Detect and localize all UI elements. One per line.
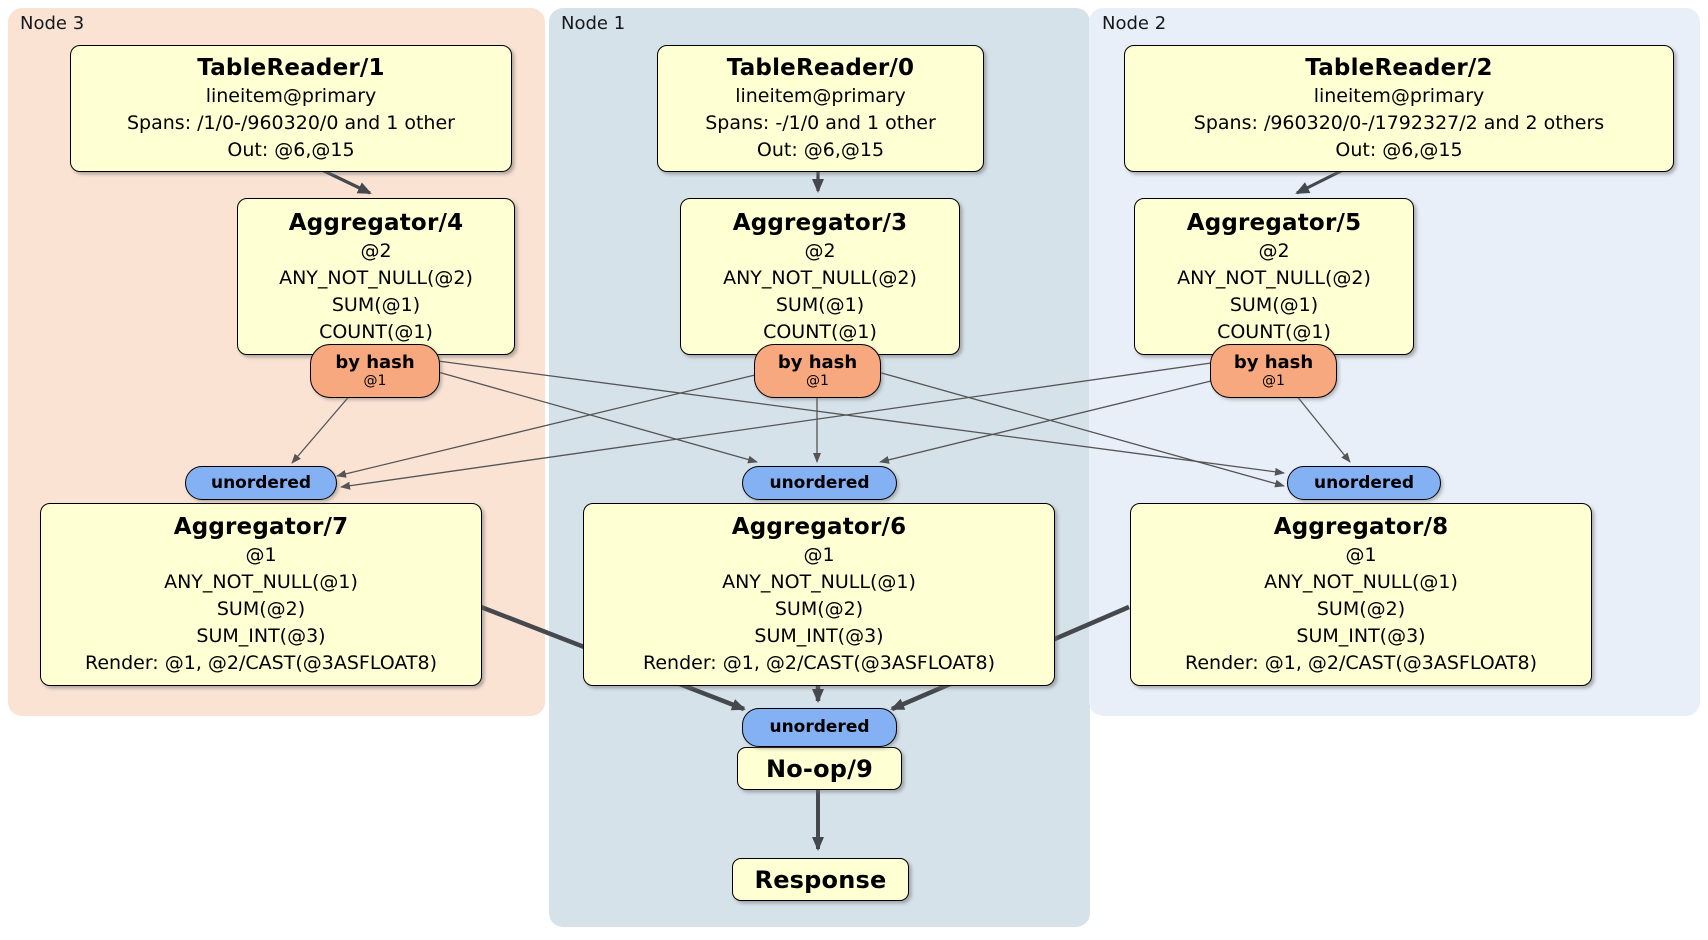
edge-thin [877, 371, 1285, 488]
response-box: Response [732, 858, 909, 901]
aggregator-box: Aggregator/4 @2 ANY_NOT_NULL(@2) SUM(@1)… [237, 198, 515, 355]
final-sync-pill: unordered [742, 708, 897, 747]
box-title: TableReader/0 [726, 55, 915, 81]
edge-thin [437, 360, 1285, 476]
aggregator-box: Aggregator/3 @2 ANY_NOT_NULL(@2) SUM(@1)… [680, 198, 960, 355]
box-line: @1 [803, 544, 835, 566]
tablereader-box: TableReader/0 lineitem@primary Spans: -/… [657, 45, 984, 172]
reader-agg-edges [321, 168, 1344, 195]
edge-thin [336, 374, 756, 478]
box-title: Response [754, 865, 887, 894]
box-line: SUM(@2) [216, 598, 306, 620]
router-sync-mesh [291, 360, 1351, 490]
box-line: ANY_NOT_NULL(@1) [722, 571, 916, 593]
box-line: SUM(@2) [1316, 598, 1406, 620]
aggregator-box: Aggregator/6 @1 ANY_NOT_NULL(@1) SUM(@2)… [583, 503, 1055, 686]
box-line: SUM_INT(@3) [196, 625, 326, 647]
router-detail: @1 [806, 373, 829, 389]
box-line: @1 [1345, 544, 1377, 566]
box-line: SUM(@1) [1229, 293, 1319, 316]
tablereader-box: TableReader/1 lineitem@primary Spans: /1… [70, 45, 512, 172]
box-title: TableReader/1 [197, 55, 385, 81]
router-label: by hash [335, 352, 415, 373]
box-line: Render: @1, @2/CAST(@3ASFLOAT8) [1185, 652, 1537, 674]
box-title: Aggregator/7 [173, 514, 349, 540]
box-line: ANY_NOT_NULL(@1) [1264, 571, 1458, 593]
router-detail: @1 [363, 373, 387, 389]
aggregator-box: Aggregator/7 @1 ANY_NOT_NULL(@1) SUM(@2)… [40, 503, 482, 686]
box-title: Aggregator/5 [1186, 209, 1362, 236]
router-label: by hash [1233, 352, 1314, 373]
hash-router-pill: by hash @1 [310, 344, 440, 398]
box-line: Out: @6,@15 [1335, 139, 1463, 161]
sync-pill: unordered [185, 466, 337, 500]
edge-thin [340, 362, 1212, 490]
sync-label: unordered [769, 717, 870, 737]
hash-router-pill: by hash @1 [1210, 344, 1337, 398]
box-line: Spans: /1/0-/960320/0 and 1 other [127, 112, 455, 134]
box-line: lineitem@primary [205, 85, 377, 107]
sync-pill: unordered [742, 466, 897, 500]
noop-box: No-op/9 [737, 747, 902, 790]
box-line: @2 [804, 239, 836, 262]
box-line: Spans: /960320/0-/1792327/2 and 2 others [1193, 112, 1605, 134]
aggregator-box: Aggregator/8 @1 ANY_NOT_NULL(@1) SUM(@2)… [1130, 503, 1592, 686]
box-line: @2 [360, 239, 392, 262]
hash-router-pill: by hash @1 [754, 344, 881, 398]
box-line: COUNT(@1) [1217, 320, 1331, 343]
box-line: lineitem@primary [735, 85, 906, 107]
edge-thin [437, 371, 758, 464]
box-title: No-op/9 [765, 754, 874, 783]
aggregator-box: Aggregator/5 @2 ANY_NOT_NULL(@2) SUM(@1)… [1134, 198, 1414, 355]
box-line: ANY_NOT_NULL(@2) [279, 266, 473, 289]
box-title: Aggregator/8 [1273, 514, 1449, 540]
box-line: SUM_INT(@3) [1296, 625, 1426, 647]
node2-label: Node 2 [1102, 13, 1167, 34]
box-line: @1 [245, 544, 277, 566]
edge-thin [1295, 394, 1351, 463]
edge-thick [321, 168, 372, 195]
sync-label: unordered [1313, 472, 1415, 493]
box-line: @2 [1258, 239, 1290, 262]
sync-label: unordered [769, 472, 870, 493]
box-title: Aggregator/3 [732, 209, 908, 236]
box-line: Spans: -/1/0 and 1 other [705, 112, 936, 134]
router-detail: @1 [1262, 373, 1285, 389]
sync-label: unordered [210, 472, 312, 493]
tablereader-box: TableReader/2 lineitem@primary Spans: /9… [1124, 45, 1674, 172]
sync-pill: unordered [1287, 466, 1441, 500]
box-title: TableReader/2 [1305, 55, 1493, 81]
box-line: lineitem@primary [1313, 85, 1485, 107]
node3-label: Node 3 [20, 13, 85, 34]
box-title: Aggregator/6 [731, 514, 907, 540]
box-line: SUM(@2) [774, 598, 864, 620]
box-line: COUNT(@1) [763, 320, 877, 343]
box-line: ANY_NOT_NULL(@2) [723, 266, 917, 289]
box-line: COUNT(@1) [319, 320, 433, 343]
box-line: Render: @1, @2/CAST(@3ASFLOAT8) [85, 652, 437, 674]
box-line: SUM(@1) [775, 293, 865, 316]
box-line: ANY_NOT_NULL(@2) [1177, 266, 1371, 289]
box-line: SUM(@1) [331, 293, 421, 316]
edge-thin [879, 380, 1212, 464]
box-line: ANY_NOT_NULL(@1) [164, 571, 358, 593]
box-line: Out: @6,@15 [227, 139, 355, 161]
box-line: Render: @1, @2/CAST(@3ASFLOAT8) [643, 652, 995, 674]
router-label: by hash [777, 352, 858, 373]
edge-thin [291, 392, 353, 464]
node1-label: Node 1 [561, 13, 626, 34]
box-line: SUM_INT(@3) [754, 625, 884, 647]
box-line: Out: @6,@15 [756, 139, 885, 161]
edge-thick [1295, 168, 1344, 195]
box-title: Aggregator/4 [288, 209, 464, 236]
